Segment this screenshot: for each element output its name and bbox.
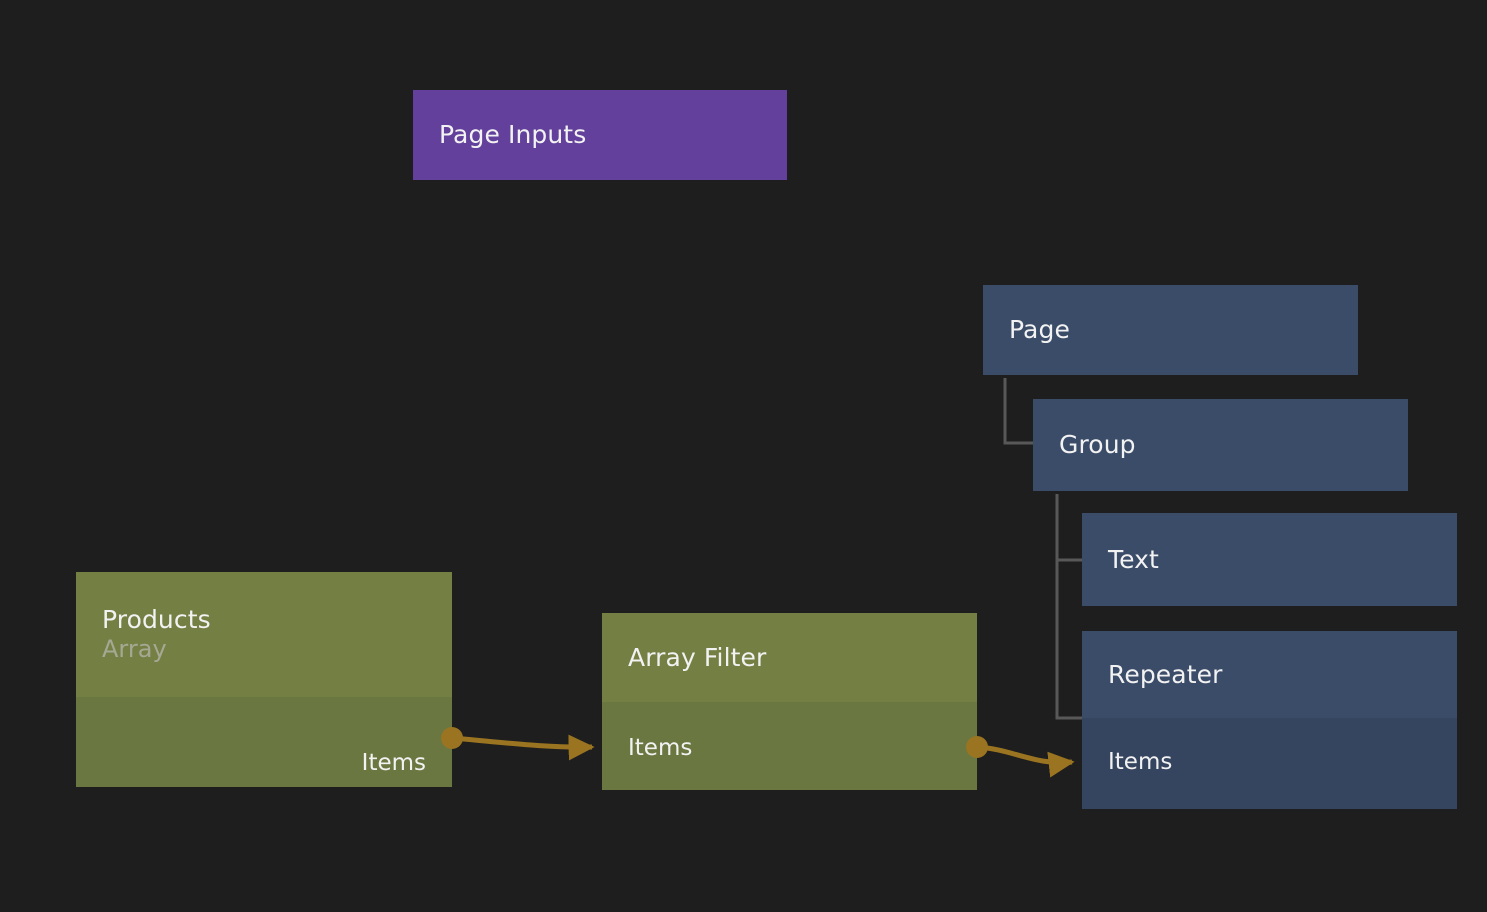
node-array-filter-header[interactable]: Array Filter: [602, 613, 977, 702]
node-page-inputs-title: Page Inputs: [439, 120, 587, 149]
node-array-filter-body[interactable]: Items: [602, 702, 977, 790]
node-array-filter-title: Array Filter: [628, 642, 767, 672]
node-group-title: Group: [1059, 430, 1136, 459]
port-array-filter-items-in[interactable]: Items: [628, 735, 692, 761]
wire-path-array-filter-to-repeater: [976, 744, 1075, 778]
node-page-title: Page: [1009, 315, 1070, 344]
node-page-inputs-header[interactable]: Page Inputs: [413, 90, 787, 180]
node-repeater-title: Repeater: [1108, 659, 1223, 689]
wire-path-products-to-array-filter: [451, 734, 595, 761]
port-repeater-items-in[interactable]: Items: [1108, 749, 1172, 775]
node-page[interactable]: Page: [983, 285, 1358, 375]
node-group-header[interactable]: Group: [1033, 399, 1408, 491]
node-array-filter[interactable]: Array Filter Items: [602, 613, 977, 790]
node-text-header[interactable]: Text: [1082, 513, 1457, 606]
port-array-filter-items-in-label: Items: [628, 735, 693, 761]
wire-array-filter-to-repeater: [966, 736, 1075, 778]
port-products-items-out-label: Items: [361, 750, 426, 776]
port-repeater-items-in-label: Items: [1108, 749, 1173, 775]
node-repeater-body[interactable]: Items: [1082, 718, 1457, 809]
node-products[interactable]: Products Array Items: [76, 572, 452, 787]
tree-line-group-trunk: [1055, 494, 1082, 720]
node-page-inputs[interactable]: Page Inputs: [413, 90, 787, 180]
port-products-items-out[interactable]: Items: [362, 750, 426, 776]
node-products-subtitle: Array: [102, 634, 167, 663]
node-products-header[interactable]: Products Array: [76, 572, 452, 697]
node-products-title: Products: [102, 604, 211, 634]
wire-products-to-array-filter: [441, 727, 595, 761]
node-repeater-header[interactable]: Repeater: [1082, 631, 1457, 718]
node-products-body[interactable]: Items: [76, 697, 452, 787]
tree-line-page-to-group: [1003, 378, 1033, 445]
node-page-header[interactable]: Page: [983, 285, 1358, 375]
node-text-title: Text: [1108, 544, 1159, 574]
node-group[interactable]: Group: [1033, 399, 1408, 491]
node-text[interactable]: Text: [1082, 513, 1457, 606]
node-repeater[interactable]: Repeater Items: [1082, 631, 1457, 809]
